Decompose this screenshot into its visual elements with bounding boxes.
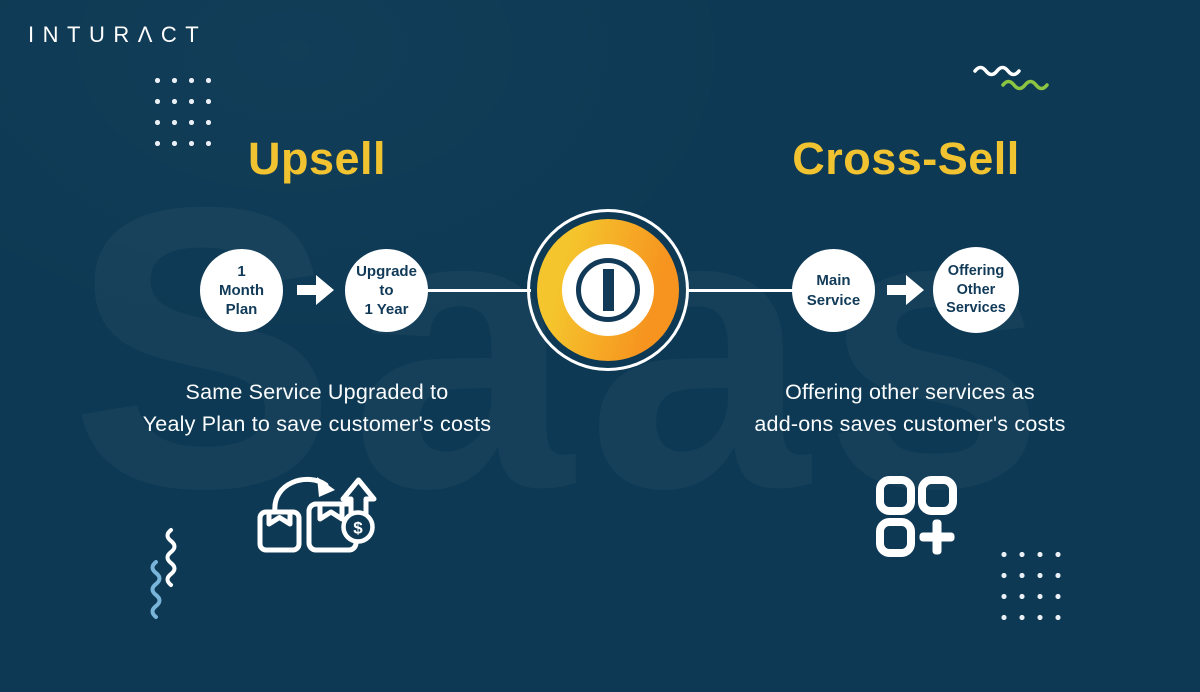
upgrade-packages-icon: $: [257, 476, 377, 553]
wavy-lines-bottom-left-icon: [150, 528, 177, 619]
description-line: Offering other services as: [785, 380, 1035, 404]
step-label-line: to: [379, 281, 394, 299]
plus-icon: [932, 519, 942, 555]
step-label-line: Services: [946, 300, 1006, 317]
connector-line-right: [687, 289, 794, 292]
step-label-line: 1: [237, 262, 246, 280]
step-label-line: Main: [816, 272, 851, 290]
description-line: Same Service Upgraded to: [185, 380, 449, 404]
curved-arrowhead-icon: [317, 477, 335, 497]
step-label-line: Other: [956, 281, 996, 298]
inturact-logo: INTURΛCT: [28, 22, 208, 47]
dot-grid-bottom-right-icon: [995, 544, 1067, 628]
step-circle-upgrade-to-1-year: Upgrade to 1 Year: [345, 249, 428, 332]
wavy-lines-top-right-icon: [973, 65, 1049, 91]
wave-green-icon: [1001, 79, 1049, 91]
step-label-line: Service: [806, 291, 861, 309]
wave-white-icon: [973, 65, 1021, 77]
connector-line-left: [427, 289, 531, 292]
step-label-line: Plan: [225, 301, 258, 319]
step-label-line: Month: [219, 281, 264, 299]
dot-grid-top-left-icon: [149, 70, 217, 154]
dollar-symbol: $: [353, 519, 363, 538]
description-line: Yealy Plan to save customer's costs: [142, 412, 492, 436]
step-circle-offering-other-services: Offering Other Services: [933, 247, 1019, 333]
center-logo-inner-ring: [576, 258, 640, 322]
add-ons-icon: [876, 476, 957, 557]
module-square-icon: [918, 476, 957, 515]
dollar-coin-icon: [341, 510, 375, 544]
center-logo-disc: [562, 244, 654, 336]
upsell-description: Same Service Upgraded to Yealy Plan to s…: [107, 376, 527, 440]
upsell-heading: Upsell: [247, 133, 387, 184]
cross-sell-heading: Cross-Sell: [792, 133, 1020, 184]
small-package-icon: [257, 509, 302, 553]
arrow-right-icon: [887, 275, 924, 305]
cross-sell-description: Offering other services as add-ons saves…: [700, 376, 1120, 440]
wave-vertical-blue-icon: [150, 560, 162, 619]
step-label-line: 1 Year: [364, 301, 409, 319]
step-label-line: Offering: [947, 263, 1005, 280]
inturact-i-mark-icon: [602, 269, 614, 311]
module-square-icon: [876, 476, 915, 515]
module-square-icon: [876, 518, 915, 557]
arrow-right-icon: [297, 275, 334, 305]
step-circle-1-month-plan: 1 Month Plan: [200, 249, 283, 332]
description-line: add-ons saves customer's costs: [754, 412, 1066, 436]
step-label-line: Upgrade: [356, 262, 417, 280]
step-circle-main-service: Main Service: [792, 249, 875, 332]
center-logo-outer-ring: [527, 209, 689, 371]
wave-vertical-white-icon: [165, 528, 177, 587]
